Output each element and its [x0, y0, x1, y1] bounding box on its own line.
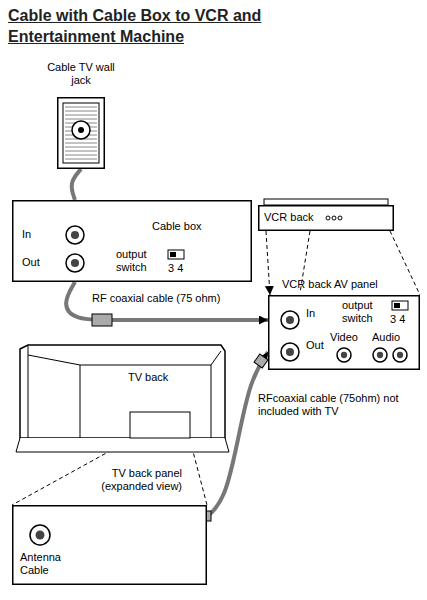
jack	[393, 348, 407, 362]
panel-heading: TV back panel (expanded view)	[72, 467, 182, 492]
tv-housing	[20, 345, 225, 438]
cable-box: Cable boxInOut output switch 3 4	[12, 200, 252, 282]
box-border	[269, 296, 420, 370]
plate-hatch	[65, 147, 97, 148]
plate-hatch	[65, 119, 97, 120]
box-border	[13, 506, 207, 585]
jack	[66, 226, 84, 244]
wall-plate	[58, 98, 105, 169]
jack-center	[286, 316, 294, 324]
plate-hatch	[65, 143, 97, 144]
wall-jack: Cable TV wall jack	[57, 97, 105, 169]
slide-switch	[168, 250, 184, 259]
slide-switch	[392, 301, 408, 310]
switch-setting: 3 4	[390, 313, 405, 326]
tv-back-panel: TV back panel (expanded view)Antenna Cab…	[12, 505, 207, 585]
vcr-jack-dot	[338, 216, 342, 220]
port-label: In	[306, 307, 315, 320]
coax-jack	[72, 121, 90, 139]
device-label: VCR back	[264, 211, 314, 224]
leader-line	[390, 231, 420, 295]
jack-center	[71, 259, 79, 267]
port-label: In	[22, 228, 31, 241]
jack-center	[71, 231, 79, 239]
f-connector-plug	[254, 354, 268, 368]
plate-inner	[63, 103, 99, 163]
jack-center	[286, 348, 294, 356]
port-label: Audio	[372, 331, 400, 344]
jack-center	[377, 352, 383, 358]
tv-contour	[28, 345, 221, 438]
switch-knob	[170, 252, 176, 257]
vcr-jack-dot	[332, 216, 336, 220]
box-border	[259, 206, 394, 231]
tv-jack-panel	[130, 412, 190, 438]
switch-label: output switch	[342, 299, 390, 324]
vcr-top	[264, 199, 388, 205]
switch-setting: 3 4	[168, 262, 183, 275]
tv-base	[16, 438, 229, 452]
device-label: Cable box	[152, 220, 202, 233]
jack	[66, 254, 84, 272]
f-connector-plug	[92, 314, 112, 326]
av-panel: VCR back AV panelInOutoutput switch3 4Vi…	[268, 295, 420, 370]
box-border	[13, 201, 252, 282]
coax-jack-pin	[78, 127, 84, 133]
device-label: Cable TV wall jack	[46, 61, 116, 86]
jack	[281, 343, 299, 361]
jack-center	[341, 352, 347, 358]
port-label: Out	[306, 339, 324, 352]
node-outline	[20, 345, 225, 440]
switch-label: output switch	[116, 248, 164, 273]
expanded-view-line	[266, 231, 270, 295]
jack	[337, 348, 351, 362]
port-label: Out	[22, 256, 40, 269]
plate-hatch	[65, 151, 97, 152]
plate-hatch	[65, 107, 97, 108]
plate-hatch	[65, 159, 97, 160]
page-title: Cable with Cable Box to VCR and Entertai…	[8, 6, 298, 48]
port-label: Antenna Cable	[20, 551, 70, 576]
jack-center	[36, 531, 45, 540]
coaxial-cable	[72, 169, 81, 200]
jack	[30, 525, 50, 545]
vcr-back: VCR back	[258, 205, 394, 231]
cable-label: RF coaxial cable (75 ohm)	[90, 292, 222, 305]
switch-knob	[394, 303, 400, 308]
plate-hatch	[65, 115, 97, 116]
vcr-jack-dot	[326, 216, 330, 220]
jack-center	[397, 352, 403, 358]
jack	[281, 311, 299, 329]
cable-label: RFcoaxial cable (75ohm) not included wit…	[256, 392, 420, 417]
device-label: TV back	[128, 371, 168, 384]
node-outline	[57, 97, 105, 169]
port-label: Video	[330, 331, 358, 344]
panel-heading: VCR back AV panel	[282, 278, 378, 291]
plate-hatch	[65, 111, 97, 112]
tv-set: TV back	[20, 345, 225, 440]
plate-hatch	[65, 155, 97, 156]
jack	[373, 348, 387, 362]
